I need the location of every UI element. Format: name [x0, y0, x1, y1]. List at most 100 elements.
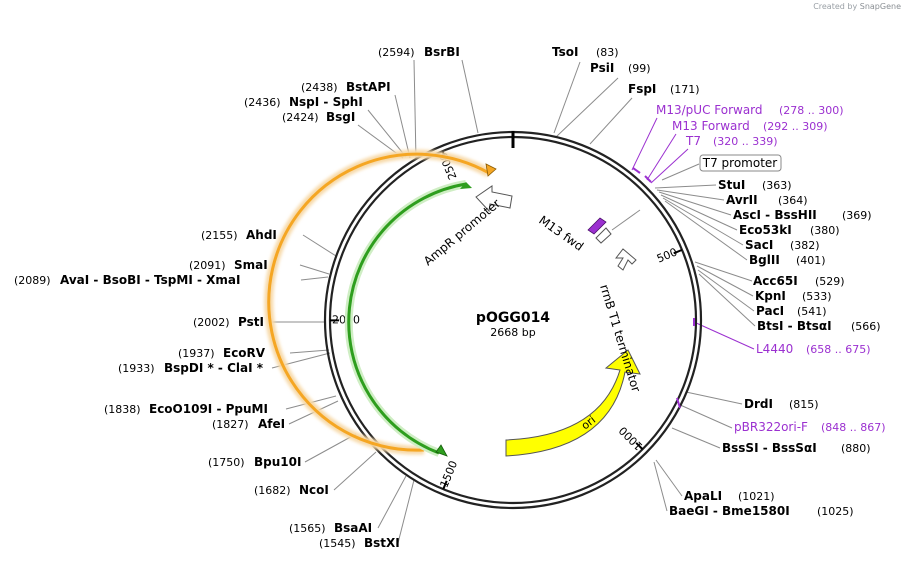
- primer-labels: M13/pUC Forward(278 .. 300) M13 Forward(…: [656, 103, 886, 434]
- site-apali: ApaLI(1021): [684, 489, 775, 503]
- site-asci: AscI - BssHII(369): [733, 208, 872, 222]
- snapgene-credit: Created by SnapGene: [813, 2, 901, 11]
- site-psii: PsiI(99): [590, 61, 651, 75]
- leader-line: [377, 475, 407, 529]
- gene-glow: [344, 180, 467, 457]
- leader-line: [555, 77, 619, 138]
- leader-line: [685, 391, 743, 405]
- primer-pbr322: pBR322ori-F(848 .. 867): [734, 420, 886, 434]
- leader-line: [661, 163, 700, 181]
- leader-line: [693, 321, 755, 350]
- leader-line: [656, 189, 725, 201]
- site-bstxi: (1545)BstXI: [319, 536, 400, 550]
- site-baegi: BaeGI - Bme1580I(1025): [669, 504, 854, 518]
- plasmid-name: pOGG014: [476, 310, 550, 326]
- terminator-glyph: [614, 248, 637, 271]
- leader-line: [553, 61, 581, 134]
- site-bsrbi: (2594)BsrBI: [378, 45, 460, 59]
- gene-arrowhead: [435, 444, 448, 457]
- leader-line: [589, 97, 633, 145]
- leader-line: [677, 403, 733, 429]
- site-ncoi: (1682)NcoI: [254, 483, 329, 497]
- plasmid-size: 2668 bp: [490, 326, 535, 339]
- ampr-arrow: [267, 152, 490, 452]
- leader-line: [650, 148, 689, 184]
- t7-promoter-label: T7 promoter: [702, 156, 778, 170]
- credit-prefix: Created by: [813, 2, 858, 11]
- leader-line: [698, 273, 756, 327]
- site-eco53ki: Eco53kI(380): [739, 223, 840, 237]
- leader-line: [413, 59, 417, 161]
- primer-l4440: L4440(658 .. 675): [756, 342, 871, 356]
- site-fspi: FspI(171): [628, 82, 700, 96]
- m13-fwd-tail: [595, 227, 612, 244]
- leader-line: [611, 209, 641, 231]
- site-ahdi: (2155)AhdI: [201, 228, 277, 242]
- leader-line: [631, 117, 658, 171]
- primer-m13fwd: M13 Forward(292 .. 309): [672, 119, 828, 133]
- site-nspi: (2436)NspI - SphI: [244, 95, 363, 109]
- leader-line: [461, 59, 479, 134]
- gene-arrow: [347, 182, 467, 455]
- leader-line: [304, 433, 357, 463]
- m13-fwd-label: M13 fwd: [536, 213, 586, 254]
- m13-fwd-primer: [587, 217, 607, 235]
- site-avai: (2089)AvaI - BsoBI - TspMI - XmaI: [14, 273, 240, 287]
- site-tsoi: TsoI(83): [552, 45, 619, 59]
- leader-line: [302, 234, 337, 257]
- site-bsgi: (2424)BsgI: [282, 110, 355, 124]
- leader-line: [653, 461, 668, 512]
- site-smai: (2091)SmaI: [189, 258, 268, 272]
- leader-line: [646, 133, 677, 181]
- site-stui: StuI(363): [718, 178, 792, 192]
- leader-line: [654, 184, 717, 189]
- leader-line: [397, 479, 415, 544]
- leader-line: [655, 459, 683, 497]
- site-bglii: BglII(401): [749, 253, 826, 267]
- leader-line: [660, 194, 738, 231]
- t7-promoter-box: T7 promoter: [699, 154, 782, 172]
- site-avrii: AvrII(364): [726, 193, 808, 207]
- gene-tail: [460, 182, 472, 189]
- ampr-promoter-arrow: [475, 185, 513, 213]
- ampr-arrowhead: [485, 163, 497, 177]
- credit-brand: SnapGene: [859, 2, 901, 11]
- leader-line: [664, 200, 748, 261]
- site-afei: (1827)AfeI: [212, 417, 285, 431]
- site-btsi: BtsI - BtsαI(566): [757, 319, 881, 333]
- site-saci: SacI(382): [745, 238, 820, 252]
- site-kpni: KpnI(533): [755, 289, 832, 303]
- leader-line: [289, 349, 330, 354]
- ampr-promoter-label: AmpR promoter: [421, 196, 503, 268]
- site-drdi: DrdI(815): [744, 397, 819, 411]
- leader-line: [671, 427, 721, 449]
- left-site-labels: (2594)BsrBI (2438)BstAPI (2436)NspI - Sp…: [14, 45, 460, 550]
- site-bspdi: (1933)BspDI * - ClaI *: [118, 361, 264, 375]
- primer-m13puc: M13/pUC Forward(278 .. 300): [656, 103, 844, 117]
- site-acc65i: Acc65I(529): [753, 274, 845, 288]
- leader-line: [367, 109, 407, 158]
- leader-line: [299, 264, 330, 275]
- leader-line: [300, 276, 329, 281]
- tick-label-500: 500: [655, 246, 679, 266]
- leader-line: [333, 451, 377, 491]
- tick-label-1500: 1500: [438, 459, 461, 490]
- tick-mark-1500: [442, 480, 448, 490]
- leader-lines: [271, 59, 756, 544]
- leader-line: [662, 197, 744, 246]
- right-site-labels: TsoI(83) PsiI(99) FspI(171) StuI(363) Av…: [552, 45, 881, 518]
- leader-line: [394, 94, 411, 159]
- site-bsaai: (1565)BsaAI: [289, 521, 372, 535]
- tick-label-1000: 1000: [616, 424, 645, 453]
- primer-t7: T7(320 .. 339): [685, 134, 778, 148]
- ori-arrow: [505, 349, 641, 457]
- leader-line: [694, 261, 753, 282]
- tick-mark-500: [673, 248, 683, 255]
- site-bstapi: (2438)BstAPI: [301, 80, 391, 94]
- leader-line: [658, 191, 732, 216]
- site-bpu10i: (1750)Bpu10I: [208, 455, 301, 469]
- site-bsssi: BssSI - BssSαI(880): [722, 441, 871, 455]
- site-psti: (2002)PstI: [193, 315, 264, 329]
- site-paci: PacI(541): [756, 304, 827, 318]
